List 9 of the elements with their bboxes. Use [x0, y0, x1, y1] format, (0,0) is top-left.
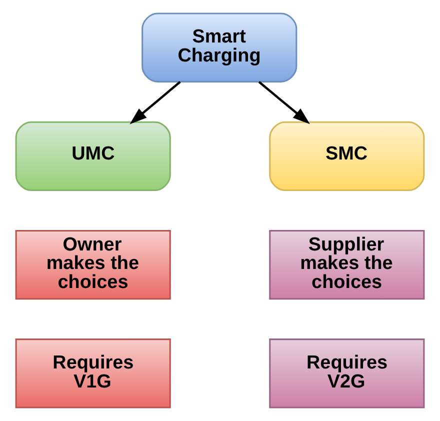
node-box: Requires V2G — [269, 338, 425, 408]
arrow — [258, 80, 310, 124]
node-box: Smart Charging — [142, 12, 298, 82]
node-box: Owner makes the choices — [15, 230, 171, 300]
node-box: Supplier makes the choices — [269, 230, 425, 300]
arrow — [130, 80, 181, 124]
node-box: SMC — [269, 121, 425, 192]
node-box: UMC — [15, 121, 171, 192]
node-box: Requires V1G — [15, 338, 171, 408]
